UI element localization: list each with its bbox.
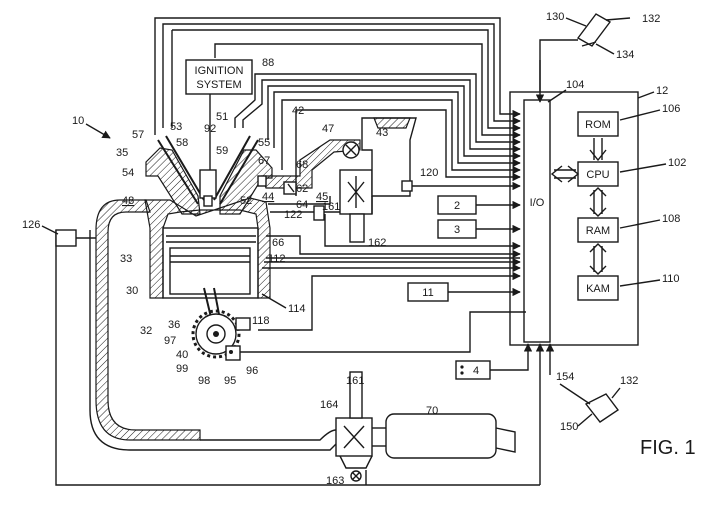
label-163: 163: [326, 475, 344, 487]
kam-box: [577, 275, 619, 301]
label-44: 44: [262, 191, 274, 203]
kam-label: KAM: [586, 283, 610, 295]
sensor-126: [55, 229, 77, 247]
label-130: 130: [546, 11, 564, 23]
label-164: 164: [320, 399, 338, 411]
fuel-injector: [257, 175, 297, 195]
brake-pedal-150: [559, 383, 621, 423]
label-51: 51: [216, 111, 228, 123]
label-54: 54: [122, 167, 134, 179]
label-47: 47: [322, 123, 334, 135]
label-108: 108: [662, 213, 680, 225]
label-58: 58: [176, 137, 188, 149]
label-132-bottom: 132: [620, 375, 638, 387]
input-box-11-label: 11: [422, 287, 433, 299]
label-40: 40: [176, 349, 188, 361]
label-30: 30: [126, 285, 138, 297]
label-57: 57: [132, 129, 144, 141]
label-154: 154: [556, 371, 574, 383]
label-162: 162: [368, 237, 386, 249]
label-59: 59: [216, 145, 228, 157]
rom-label: ROM: [585, 119, 611, 131]
label-98: 98: [198, 375, 210, 387]
accelerator-pedal-130: [576, 13, 631, 47]
cpu-label: CPU: [586, 169, 609, 181]
cylinder-head: [145, 135, 273, 215]
label-10: 10: [72, 115, 84, 127]
label-99: 99: [176, 363, 188, 375]
label-33: 33: [120, 253, 132, 265]
label-97: 97: [164, 335, 176, 347]
label-126: 126: [22, 219, 40, 231]
rom-cpu-bus: [589, 138, 607, 162]
label-67: 67: [258, 155, 270, 167]
label-42: 42: [292, 105, 304, 117]
engine-block: [144, 197, 271, 331]
label-35: 35: [116, 147, 128, 159]
label-122: 122: [284, 209, 302, 221]
reference-labels: 10 12 30 32 33 35 36 40 42 43 44 45 47 4…: [22, 11, 686, 487]
piston: [169, 247, 251, 295]
label-45: 45: [316, 191, 328, 203]
cpu-box: [577, 161, 619, 187]
label-102: 102: [668, 157, 686, 169]
signal-wires: [55, 17, 578, 486]
exhaust-system: [200, 371, 516, 482]
rom-box: [577, 111, 619, 137]
label-104: 104: [566, 79, 584, 91]
io-label: I/O: [530, 197, 545, 209]
label-118: 118: [252, 315, 270, 327]
label-53: 53: [170, 121, 182, 133]
turbo-compressor: [339, 117, 417, 243]
intake-passage-left: [89, 199, 205, 451]
ignition-system-box: [185, 59, 253, 95]
label-161-top: 161: [322, 201, 340, 213]
label-55: 55: [258, 137, 270, 149]
label-150: 150: [560, 421, 578, 433]
label-106: 106: [662, 103, 680, 115]
label-48: 48: [122, 195, 134, 207]
label-52: 52: [240, 195, 252, 207]
label-112: 112: [268, 253, 286, 265]
label-114: 114: [288, 303, 306, 315]
figure-label: FIG. 1: [640, 437, 696, 459]
io-box: [523, 99, 551, 343]
label-92: 92: [204, 123, 216, 135]
ram-label: RAM: [586, 225, 610, 237]
ignition-line-2: SYSTEM: [196, 79, 241, 91]
label-12: 12: [656, 85, 668, 97]
ram-box: [577, 217, 619, 243]
cpu-ram-bus: [589, 187, 607, 217]
ram-kam-bus: [589, 243, 607, 275]
label-134: 134: [616, 49, 634, 61]
label-161-bottom: 161: [346, 375, 364, 387]
label-88: 88: [262, 57, 274, 69]
label-96: 96: [246, 365, 258, 377]
label-36: 36: [168, 319, 180, 331]
label-66: 66: [272, 237, 284, 249]
io-cpu-bus: [550, 165, 580, 183]
label-64: 64: [296, 199, 308, 211]
label-120: 120: [420, 167, 438, 179]
ignition-line-1: IGNITION: [195, 65, 244, 77]
label-95: 95: [224, 375, 236, 387]
label-62: 62: [296, 183, 308, 195]
label-32: 32: [140, 325, 152, 337]
crankshaft-wheel: [191, 309, 251, 361]
label-68: 68: [296, 159, 308, 171]
label-70: 70: [426, 405, 438, 417]
label-110: 110: [662, 273, 680, 285]
input-box-4-label: 4: [473, 365, 479, 377]
label-132-top: 132: [642, 13, 660, 25]
input-box-3-label: 3: [454, 224, 460, 236]
input-box-2-label: 2: [454, 200, 460, 212]
label-43: 43: [376, 127, 388, 139]
